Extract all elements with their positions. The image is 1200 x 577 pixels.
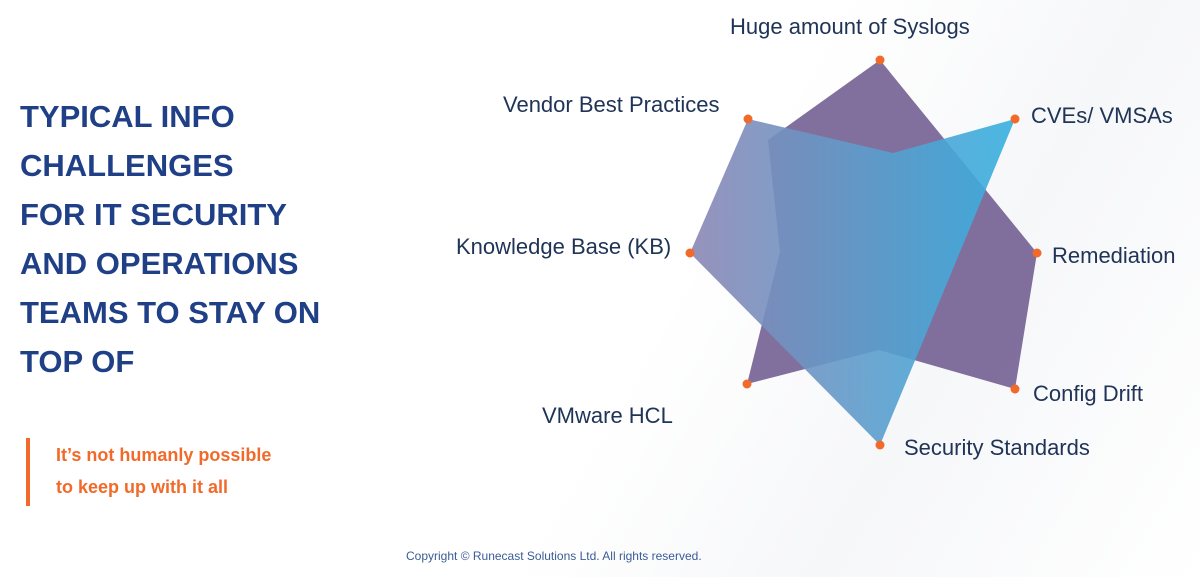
dot-kb xyxy=(685,248,695,258)
dot-remediation xyxy=(1032,248,1042,258)
dot-cves xyxy=(1010,114,1020,124)
label-kb: Knowledge Base (KB) xyxy=(456,234,672,259)
dot-vendor xyxy=(743,114,753,124)
label-remediation: Remediation xyxy=(1052,243,1176,268)
callout-line-1: It’s not humanly possible xyxy=(56,445,272,465)
callout-line-2: to keep up with it all xyxy=(56,477,229,497)
blue-shape xyxy=(690,119,1015,445)
label-vmware-hcl: VMware HCL xyxy=(542,403,673,428)
label-vendor: Vendor Best Practices xyxy=(503,92,720,117)
page-title: TYPICAL INFO CHALLENGES FOR IT SECURITY … xyxy=(20,99,321,379)
label-security-standards: Security Standards xyxy=(904,435,1090,460)
dot-syslogs xyxy=(875,55,885,65)
dot-config-drift xyxy=(1010,384,1020,394)
label-syslogs: Huge amount of Syslogs xyxy=(730,14,970,39)
label-config-drift: Config Drift xyxy=(1033,381,1144,406)
callout-quote: It’s not humanly possible to keep up wit… xyxy=(26,438,271,506)
dot-security-standards xyxy=(875,440,885,450)
dot-vmware-hcl xyxy=(742,379,752,389)
copyright-footer: Copyright © Runecast Solutions Ltd. All … xyxy=(406,549,702,563)
label-cves: CVEs/ VMSAs xyxy=(1031,103,1173,128)
